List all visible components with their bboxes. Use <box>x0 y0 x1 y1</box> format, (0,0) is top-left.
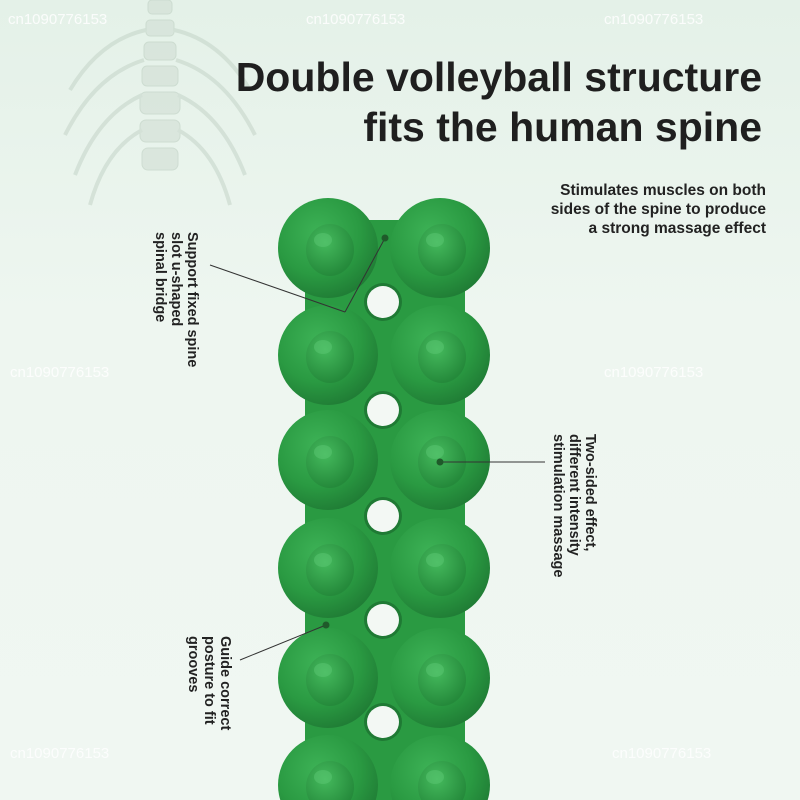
callout-guide-posture: Guide correct posture to fit grooves <box>185 636 233 730</box>
watermark: cn1090776153 <box>10 745 110 762</box>
pointer-line <box>209 264 346 313</box>
callout-line: Support fixed spine <box>184 232 200 368</box>
massage-nub <box>306 436 354 488</box>
watermark: cn1090776153 <box>306 11 406 28</box>
nub-highlight <box>314 340 332 354</box>
pointer-dot <box>322 621 330 629</box>
nub-highlight <box>426 233 444 247</box>
nub-highlight <box>314 553 332 567</box>
callout-line: grooves <box>185 636 201 693</box>
pointer-dots <box>322 234 444 629</box>
callout-line: spinal bridge <box>152 232 168 323</box>
nub-highlight <box>426 340 444 354</box>
spine-skeleton-illustration <box>63 0 257 206</box>
vent-hole <box>367 706 399 738</box>
massage-nub <box>418 544 466 596</box>
watermark: cn1090776153 <box>8 11 108 28</box>
nub-highlight <box>426 445 444 459</box>
callout-line: Stimulates muscles on both <box>560 182 766 199</box>
callout-spinal-bridge: Support fixed spine slot u-shaped spinal… <box>152 232 200 367</box>
nub-highlight <box>426 770 444 784</box>
massage-nub <box>306 544 354 596</box>
callout-line: Two-sided effect, <box>582 434 598 552</box>
vent-hole <box>367 286 399 318</box>
pointer-line <box>344 237 386 313</box>
nub-highlight <box>426 663 444 677</box>
pointer-dot <box>381 234 389 242</box>
callout-line: Guide correct <box>217 636 233 731</box>
watermark: cn1090776153 <box>612 745 712 762</box>
massage-nub <box>306 224 354 276</box>
pointer-lines <box>209 237 545 661</box>
callout-line: sides of the spine to produce <box>550 201 766 218</box>
callout-line: a strong massage effect <box>588 220 766 237</box>
nub-highlight <box>426 553 444 567</box>
vent-hole <box>367 604 399 636</box>
vent-hole <box>367 500 399 532</box>
massage-nub <box>418 331 466 383</box>
callout-stimulates-muscles: Stimulates muscles on both sides of the … <box>436 181 766 238</box>
massage-nub <box>306 331 354 383</box>
headline: Double volleyball structure fits the hum… <box>142 52 762 152</box>
callout-line: posture to fit <box>201 636 217 725</box>
callout-line: different intensity <box>566 434 582 556</box>
watermark: cn1090776153 <box>10 364 110 381</box>
nub-highlight <box>314 663 332 677</box>
watermark: cn1090776153 <box>604 11 704 28</box>
pointer-dot <box>436 458 444 466</box>
callout-line: slot u-shaped <box>168 232 184 327</box>
nub-highlight <box>314 233 332 247</box>
nub-highlight <box>314 445 332 459</box>
vent-hole <box>367 394 399 426</box>
pointer-line <box>239 624 327 661</box>
massage-nub <box>418 654 466 706</box>
watermark: cn1090776153 <box>604 364 704 381</box>
nub-highlight <box>314 770 332 784</box>
massage-nub <box>306 654 354 706</box>
callout-line: stimulation massage <box>550 434 566 578</box>
callout-two-sided-effect: Two-sided effect, different intensity st… <box>550 434 598 577</box>
headline-line: fits the human spine <box>363 104 762 150</box>
headline-line: Double volleyball structure <box>235 54 762 100</box>
